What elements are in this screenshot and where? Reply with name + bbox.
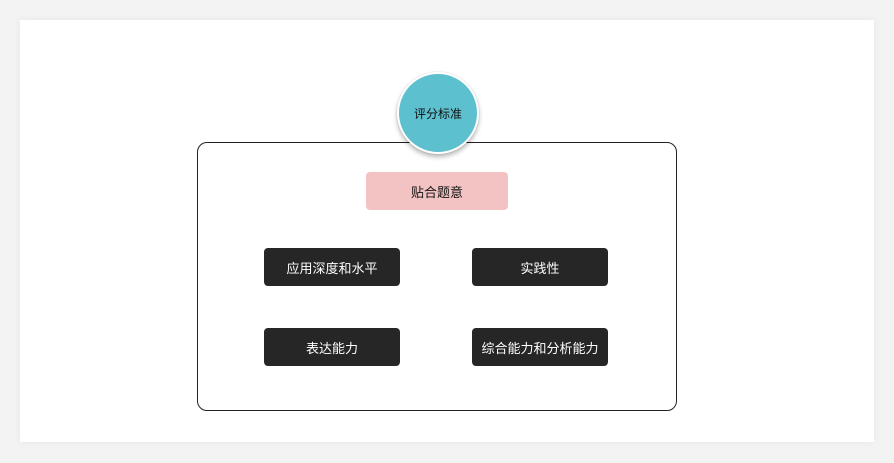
criterion-node-expression: 表达能力: [264, 328, 400, 366]
primary-criterion-node: 贴合题意: [366, 172, 508, 210]
page-canvas: 评分标准 贴合题意 应用深度和水平 实践性 表达能力 综合能力和分析能力: [20, 20, 874, 442]
criterion-node-application-depth: 应用深度和水平: [264, 248, 400, 286]
criterion-node-analysis: 综合能力和分析能力: [472, 328, 608, 366]
criterion-node-practicality: 实践性: [472, 248, 608, 286]
root-node: 评分标准: [397, 72, 479, 154]
